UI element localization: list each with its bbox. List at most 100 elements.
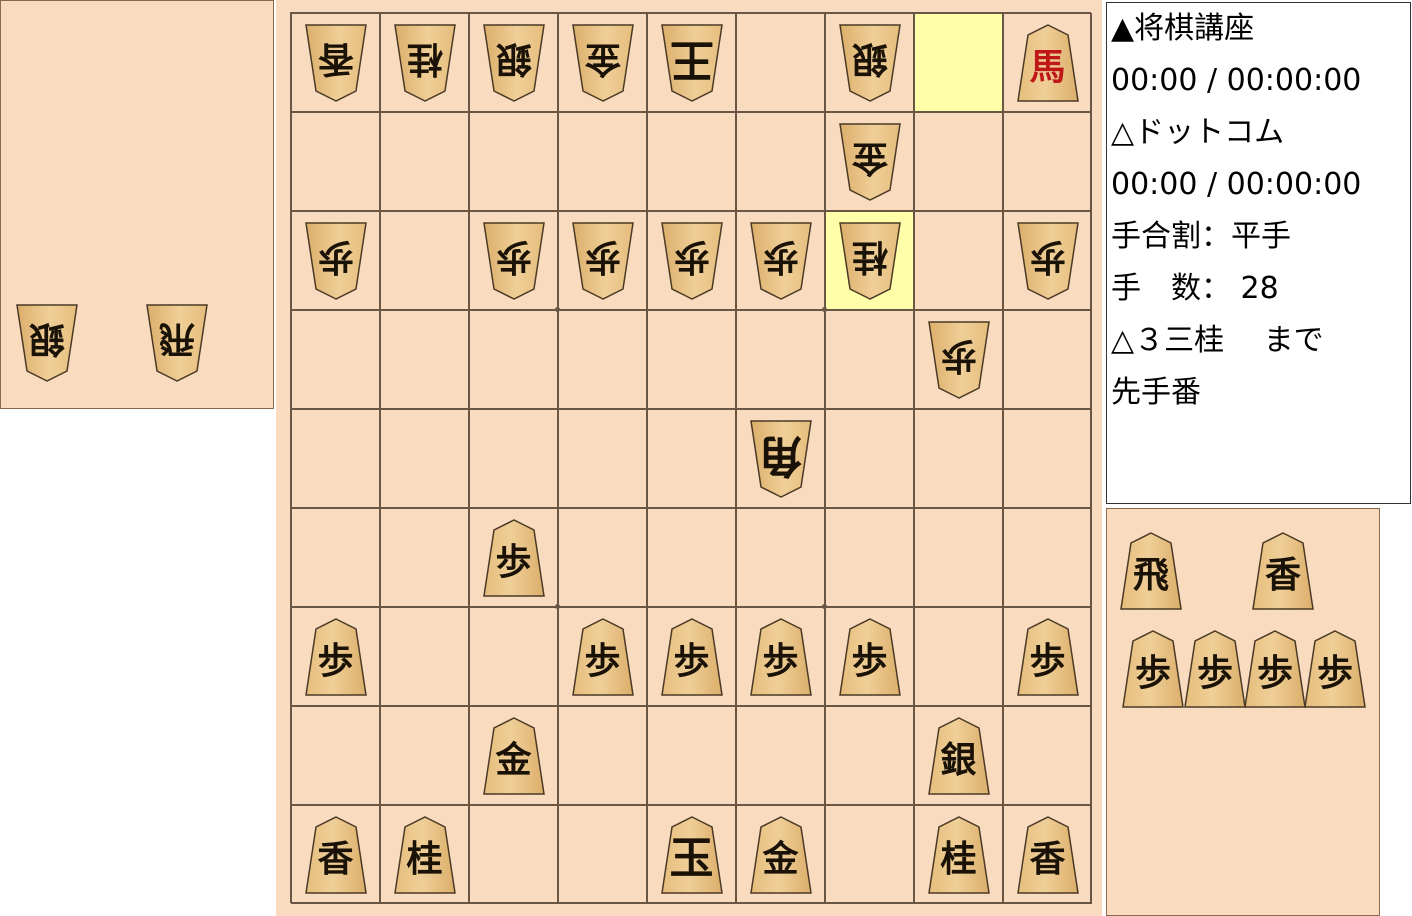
board-square[interactable] bbox=[469, 409, 558, 508]
board-square[interactable]: 歩 bbox=[291, 607, 380, 706]
board-square[interactable] bbox=[558, 706, 647, 805]
board-square[interactable]: 歩 bbox=[558, 607, 647, 706]
board-square[interactable] bbox=[1003, 310, 1092, 409]
sente-piece[interactable]: 歩 bbox=[749, 617, 813, 697]
board-square[interactable]: 桂 bbox=[380, 13, 469, 112]
board-square[interactable]: 香 bbox=[291, 805, 380, 904]
shogi-board[interactable]: 香桂銀金王銀馬金歩歩歩歩歩桂歩歩角歩歩歩歩歩歩歩金銀香桂玉金桂香 bbox=[290, 12, 1092, 904]
board-square[interactable] bbox=[380, 310, 469, 409]
board-square[interactable] bbox=[380, 706, 469, 805]
board-square[interactable] bbox=[825, 805, 914, 904]
board-square[interactable]: 歩 bbox=[1003, 607, 1092, 706]
board-square[interactable] bbox=[736, 13, 825, 112]
board-square[interactable] bbox=[558, 409, 647, 508]
board-square[interactable] bbox=[914, 508, 1003, 607]
board-square[interactable] bbox=[558, 310, 647, 409]
sente-hand-piece[interactable]: 歩 bbox=[1121, 629, 1185, 709]
gote-piece[interactable]: 香 bbox=[304, 23, 368, 103]
gote-hand-piece[interactable]: 銀 bbox=[15, 303, 79, 383]
board-square[interactable] bbox=[914, 211, 1003, 310]
sente-hand-piece[interactable]: 歩 bbox=[1303, 629, 1367, 709]
board-square[interactable]: 金 bbox=[558, 13, 647, 112]
board-square[interactable]: 桂 bbox=[825, 211, 914, 310]
board-square[interactable]: 歩 bbox=[647, 211, 736, 310]
board-square[interactable] bbox=[469, 805, 558, 904]
sente-hand-piece[interactable]: 香 bbox=[1251, 531, 1315, 611]
sente-piece[interactable]: 歩 bbox=[660, 617, 724, 697]
board-square[interactable] bbox=[558, 508, 647, 607]
gote-piece[interactable]: 歩 bbox=[1016, 221, 1080, 301]
board-square[interactable] bbox=[291, 508, 380, 607]
board-square[interactable] bbox=[647, 409, 736, 508]
gote-piece[interactable]: 桂 bbox=[393, 23, 457, 103]
board-square[interactable] bbox=[1003, 409, 1092, 508]
board-square[interactable] bbox=[647, 112, 736, 211]
sente-piece[interactable]: 桂 bbox=[393, 815, 457, 895]
board-square[interactable] bbox=[380, 112, 469, 211]
board-square[interactable]: 歩 bbox=[469, 508, 558, 607]
sente-hand-piece[interactable]: 歩 bbox=[1243, 629, 1307, 709]
board-square[interactable] bbox=[647, 508, 736, 607]
gote-piece-stand[interactable]: 銀飛 bbox=[0, 0, 274, 409]
sente-piece[interactable]: 玉 bbox=[660, 815, 724, 895]
sente-piece[interactable]: 歩 bbox=[1016, 617, 1080, 697]
board-square[interactable] bbox=[914, 13, 1003, 112]
board-square[interactable] bbox=[291, 706, 380, 805]
sente-piece[interactable]: 歩 bbox=[304, 617, 368, 697]
board-square[interactable]: 香 bbox=[1003, 805, 1092, 904]
board-square[interactable]: 金 bbox=[469, 706, 558, 805]
gote-hand-piece[interactable]: 飛 bbox=[145, 303, 209, 383]
gote-piece[interactable]: 銀 bbox=[482, 23, 546, 103]
board-square[interactable] bbox=[1003, 706, 1092, 805]
sente-piece[interactable]: 銀 bbox=[927, 716, 991, 796]
board-square[interactable]: 銀 bbox=[914, 706, 1003, 805]
sente-piece[interactable]: 歩 bbox=[838, 617, 902, 697]
board-square[interactable] bbox=[558, 805, 647, 904]
board-square[interactable] bbox=[469, 310, 558, 409]
board-square[interactable]: 桂 bbox=[914, 805, 1003, 904]
sente-piece[interactable]: 香 bbox=[1016, 815, 1080, 895]
board-square[interactable] bbox=[469, 112, 558, 211]
board-square[interactable]: 香 bbox=[291, 13, 380, 112]
sente-piece[interactable]: 金 bbox=[749, 815, 813, 895]
sente-piece[interactable]: 馬 bbox=[1016, 23, 1080, 103]
board-square[interactable] bbox=[825, 706, 914, 805]
board-square[interactable]: 馬 bbox=[1003, 13, 1092, 112]
board-square[interactable] bbox=[825, 508, 914, 607]
board-square[interactable] bbox=[647, 706, 736, 805]
board-square[interactable]: 歩 bbox=[647, 607, 736, 706]
board-square[interactable] bbox=[1003, 508, 1092, 607]
board-square[interactable]: 歩 bbox=[736, 607, 825, 706]
board-square[interactable]: 歩 bbox=[736, 211, 825, 310]
board-square[interactable]: 角 bbox=[736, 409, 825, 508]
board-square[interactable]: 歩 bbox=[469, 211, 558, 310]
board-square[interactable] bbox=[736, 310, 825, 409]
board-square[interactable] bbox=[380, 409, 469, 508]
board-square[interactable]: 歩 bbox=[1003, 211, 1092, 310]
board-square[interactable]: 金 bbox=[736, 805, 825, 904]
board-square[interactable] bbox=[558, 112, 647, 211]
board-square[interactable] bbox=[914, 112, 1003, 211]
gote-piece[interactable]: 歩 bbox=[749, 221, 813, 301]
sente-piece-stand[interactable]: 飛香歩歩歩歩 bbox=[1106, 508, 1380, 916]
gote-piece[interactable]: 歩 bbox=[571, 221, 635, 301]
sente-piece[interactable]: 金 bbox=[482, 716, 546, 796]
board-square[interactable] bbox=[825, 409, 914, 508]
gote-piece[interactable]: 金 bbox=[571, 23, 635, 103]
sente-hand-piece[interactable]: 歩 bbox=[1183, 629, 1247, 709]
board-square[interactable] bbox=[825, 310, 914, 409]
board-square[interactable] bbox=[647, 310, 736, 409]
gote-piece[interactable]: 歩 bbox=[482, 221, 546, 301]
board-square[interactable]: 歩 bbox=[291, 211, 380, 310]
gote-piece[interactable]: 王 bbox=[660, 23, 724, 103]
gote-piece[interactable]: 歩 bbox=[660, 221, 724, 301]
board-square[interactable] bbox=[380, 607, 469, 706]
board-square[interactable]: 銀 bbox=[469, 13, 558, 112]
board-square[interactable]: 王 bbox=[647, 13, 736, 112]
board-square[interactable] bbox=[1003, 112, 1092, 211]
sente-hand-piece[interactable]: 飛 bbox=[1119, 531, 1183, 611]
board-square[interactable] bbox=[736, 706, 825, 805]
gote-piece[interactable]: 銀 bbox=[838, 23, 902, 103]
board-square[interactable] bbox=[380, 508, 469, 607]
sente-piece[interactable]: 桂 bbox=[927, 815, 991, 895]
